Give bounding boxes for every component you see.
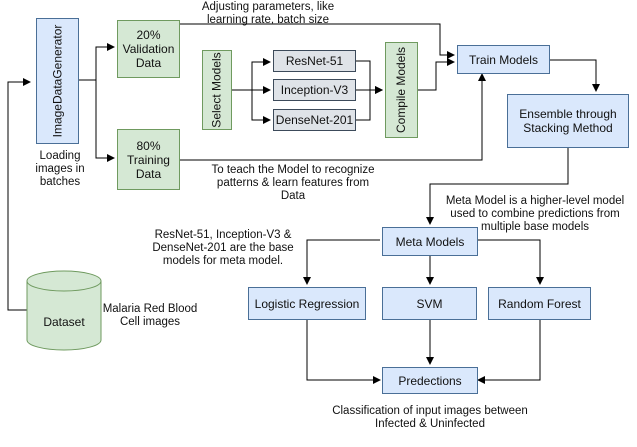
base-models-annotation: ResNet-51, Inception-V3 & DenseNet-201 a… — [152, 229, 294, 267]
arrow-resnet-to-compile — [356, 60, 383, 94]
arrow-validation-to-train — [180, 23, 455, 59]
training-data-label: 80% Training Data — [127, 138, 170, 181]
compile-models-box: Compile Models — [385, 42, 418, 138]
classification-annotation: Classification of input images between I… — [332, 405, 528, 430]
arrow-rf-to-pred — [477, 320, 541, 384]
arrow-meta-to-rf — [478, 239, 544, 285]
resnet-label: ResNet-51 — [285, 54, 344, 68]
training-data-box: 80% Training Data — [117, 129, 180, 190]
densenet-box: DenseNet-201 — [273, 109, 356, 131]
select-models-box: Select Models — [202, 50, 232, 130]
arrow-compile-to-train — [418, 58, 455, 91]
inception-box: Inception-V3 — [273, 79, 356, 101]
arrow-select-to-densenet — [251, 90, 271, 124]
meta-model-description: Meta Model is a higher-level model used … — [445, 195, 625, 233]
validation-data-box: 20% Validation Data — [117, 20, 180, 78]
predictions-box: Predections — [382, 367, 478, 394]
validation-data-label: 20% Validation Data — [122, 28, 175, 70]
svm-label: SVM — [416, 296, 443, 311]
arrow-select-to-resnet — [232, 58, 271, 91]
densenet-label: DenseNet-201 — [275, 113, 354, 127]
dataset-label: Dataset — [43, 315, 85, 329]
arrow-training-to-train — [180, 73, 486, 161]
resnet-box: ResNet-51 — [273, 50, 356, 72]
compile-models-label: Compile Models — [394, 46, 409, 134]
arrow-dataset-to-generator — [7, 78, 31, 311]
dataset-cylinder — [26, 270, 102, 351]
image-data-generator-label: ImageDataGenerator — [50, 24, 65, 138]
arrow-logistic-to-pred — [306, 320, 381, 384]
svm-box: SVM — [382, 287, 477, 320]
ensemble-label: Ensemble through Stacking Method — [519, 107, 617, 135]
arrow-ensemble-to-meta — [426, 148, 569, 225]
inception-label: Inception-V3 — [280, 83, 349, 97]
train-models-label: Train Models — [469, 52, 538, 67]
random-forest-label: Random Forest — [498, 296, 581, 311]
arrow-densenet-to-compile — [356, 90, 371, 121]
ensemble-box: Ensemble through Stacking Method — [507, 94, 629, 148]
select-models-label: Select Models — [210, 52, 224, 128]
train-models-box: Train Models — [457, 45, 550, 74]
meta-models-label: Meta Models — [395, 234, 465, 249]
malaria-annotation: Malaria Red Blood Cell images — [102, 303, 198, 328]
logistic-regression-label: Logistic Regression — [254, 296, 360, 311]
loading-annotation: Loading images in batches — [35, 150, 85, 188]
predictions-label: Predections — [398, 373, 462, 388]
random-forest-box: Random Forest — [488, 287, 591, 320]
arrow-train-to-ensemble — [550, 59, 600, 92]
meta-models-box: Meta Models — [382, 227, 478, 256]
image-data-generator-box: ImageDataGenerator — [36, 18, 79, 144]
teach-annotation: To teach the Model to recognize patterns… — [211, 164, 375, 202]
arrow-generator-to-training — [95, 80, 115, 162]
arrow-meta-to-logistic — [303, 239, 380, 285]
logistic-regression-box: Logistic Regression — [248, 287, 366, 320]
adjusting-annotation: Adjusting parameters, like learning rate… — [201, 1, 335, 26]
arrow-generator-to-validation — [79, 43, 115, 81]
